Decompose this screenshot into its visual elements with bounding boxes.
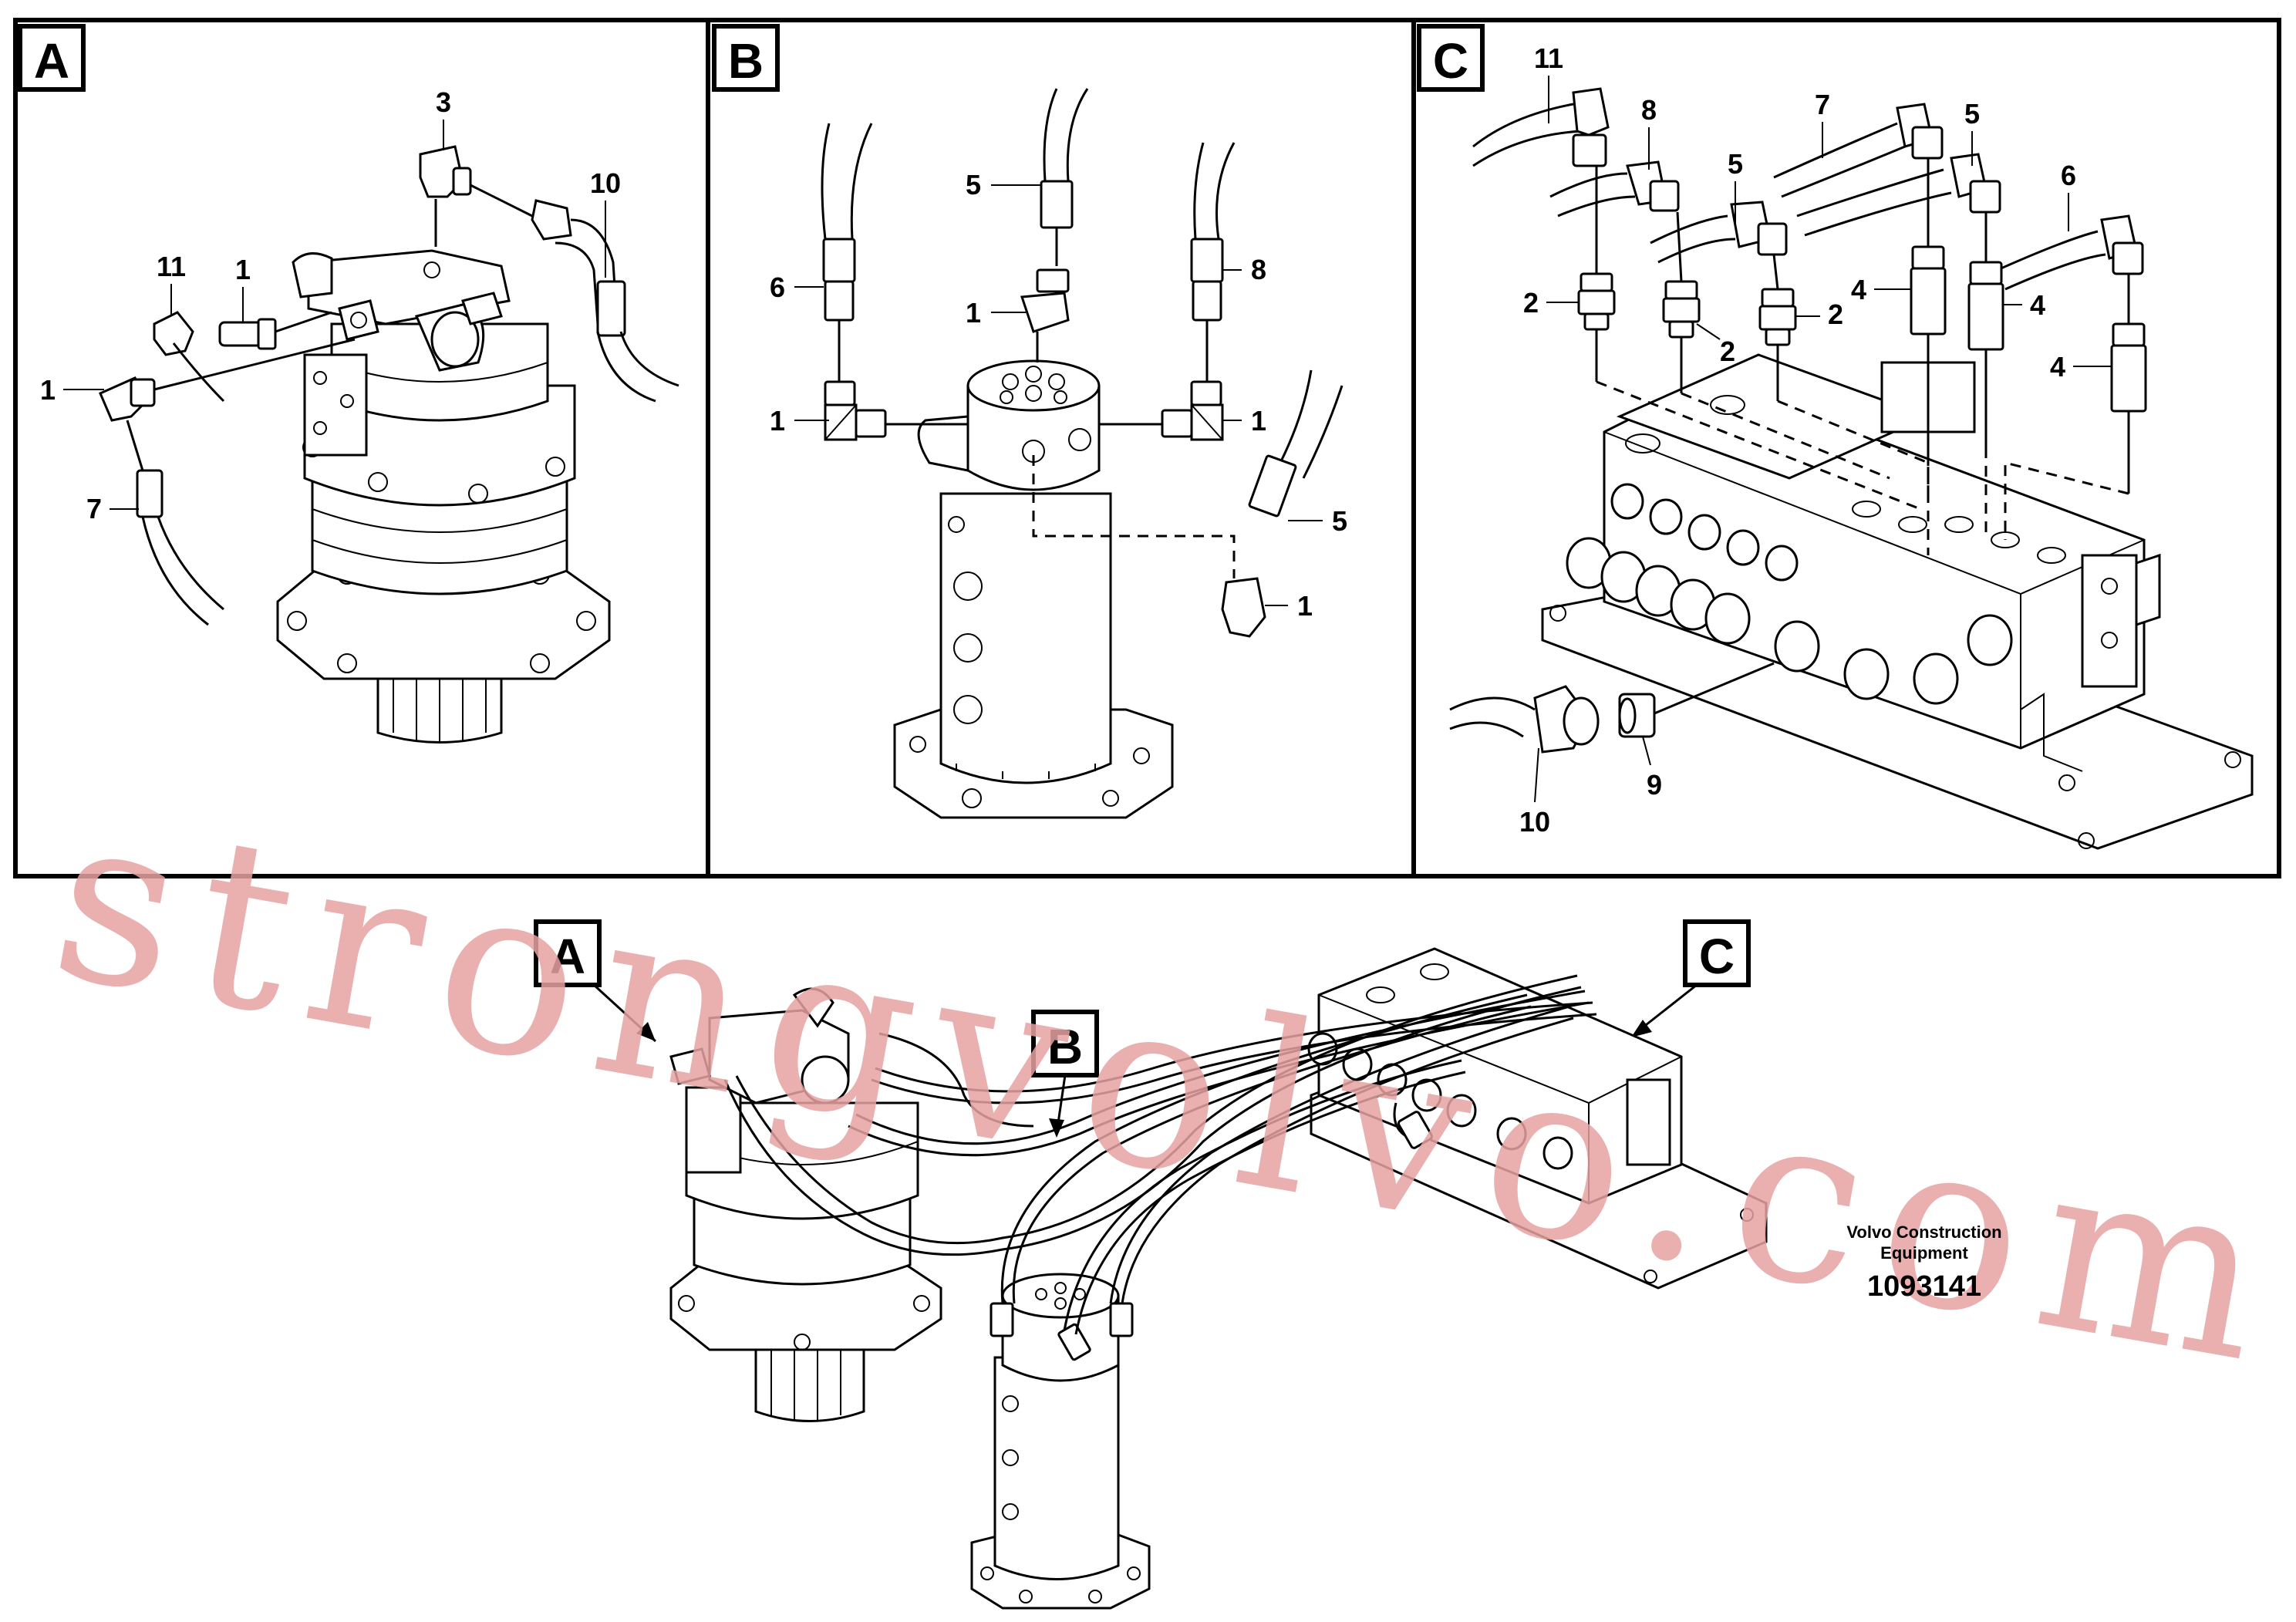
callout-1-right: 1: [1251, 405, 1266, 437]
callout-4-right: 4: [2050, 351, 2065, 383]
panel-a: A: [18, 24, 679, 744]
callout-3: 3: [436, 86, 451, 118]
overview-hoses: [723, 974, 1597, 1335]
callout-4-center: 4: [2030, 289, 2045, 321]
company-line-1: Volvo Construction: [1846, 1222, 2001, 1242]
company-line-2: Equipment: [1880, 1243, 1968, 1263]
overview-assembly: A B C: [534, 919, 1768, 1610]
swivel-joint-drawing: [893, 359, 1174, 819]
callout-11: 11: [157, 251, 186, 282]
panel-b: B: [712, 24, 1347, 819]
overview-swivel-joint: [970, 1273, 1151, 1610]
overview-swing-motor: [669, 987, 942, 1422]
panel-c-letter: C: [1433, 33, 1468, 89]
callout-1-lower: 1: [1297, 590, 1313, 622]
footer: Volvo Construction Equipment 1093141: [1846, 1222, 2001, 1303]
callout-1-lower: 1: [40, 374, 56, 406]
callout-8: 8: [1641, 94, 1657, 126]
overview-label-b: B: [1047, 1019, 1083, 1074]
valve-spools: [1566, 483, 2013, 705]
panel-b-fittings: [821, 88, 1344, 638]
panel-c-letter-box: [1417, 24, 1485, 92]
panel-a-letter-box: [18, 24, 86, 92]
callout-6: 6: [770, 271, 785, 303]
callout-1-center: 1: [966, 297, 981, 329]
callout-7: 7: [1815, 89, 1830, 120]
panel-a-letter: A: [34, 33, 69, 89]
overview-label-a-box: [534, 919, 602, 987]
callout-2-right: 2: [1828, 298, 1843, 330]
callout-6: 6: [2061, 160, 2076, 191]
panel-frames: [13, 18, 2281, 878]
callout-5-right: 5: [1964, 98, 1980, 130]
panel-a-callouts: 3 10 11 1 1 7: [40, 86, 621, 524]
callout-4-left: 4: [1851, 274, 1866, 305]
callout-10: 10: [590, 167, 621, 199]
overview-label-a: A: [550, 929, 585, 984]
drawing-number: 1093141: [1867, 1270, 1981, 1303]
overview-label-c: C: [1699, 929, 1735, 984]
panel-a-fittings: [99, 145, 679, 626]
panel-c: C: [1417, 24, 2254, 850]
callout-2-left: 2: [1523, 287, 1539, 319]
callout-8: 8: [1251, 254, 1266, 285]
callout-10: 10: [1519, 806, 1550, 838]
overview-label-c-box: [1683, 919, 1751, 987]
panel-b-callouts: 5 6 8 1 1 1 5 1: [770, 169, 1347, 622]
callout-11: 11: [1534, 42, 1563, 74]
panel-c-fittings: [1449, 87, 2147, 754]
callout-9: 9: [1647, 769, 1662, 801]
callout-5-lower: 5: [1332, 505, 1347, 537]
panel-c-callouts: 11 8 7 5 5 6 2 2 2 4 4 4 10 9: [1519, 42, 2112, 838]
callout-1-upper: 1: [235, 254, 251, 285]
control-valve-drawing: [1541, 353, 2254, 850]
swing-motor-drawing: [276, 249, 611, 744]
overview-label-b-box: [1031, 1010, 1099, 1077]
overview-control-valve: [1307, 947, 1768, 1290]
callout-5-left: 5: [1728, 148, 1743, 180]
callout-7: 7: [86, 493, 102, 524]
panel-b-letter-box: [712, 24, 780, 92]
callout-2-center: 2: [1720, 336, 1735, 367]
panel-b-letter: B: [728, 33, 764, 89]
callout-5-top: 5: [966, 169, 981, 201]
callout-1-left: 1: [770, 405, 785, 437]
watermark: strongvolvo.com: [37, 760, 2296, 1417]
